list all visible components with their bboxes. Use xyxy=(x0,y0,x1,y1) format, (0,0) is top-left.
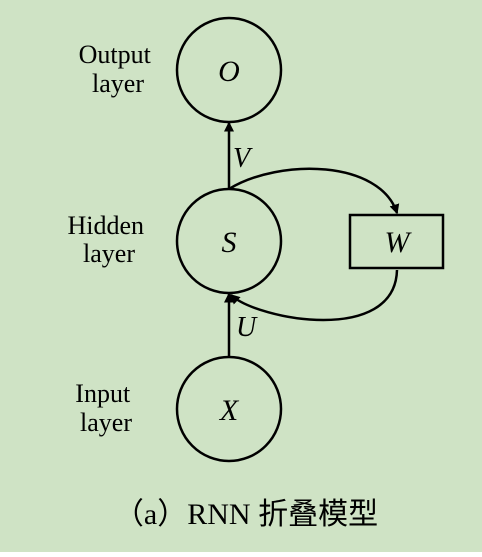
figure-caption: （a）RNN 折叠模型 xyxy=(114,498,378,531)
hidden-layer-label-line2: layer xyxy=(83,239,135,268)
weight-w-box xyxy=(348,213,445,270)
input-node-label: X xyxy=(219,394,240,427)
hidden-layer-label-line1: Hidden xyxy=(67,211,144,240)
arrow-w-to-hidden xyxy=(229,269,399,322)
edge-label-v: V xyxy=(233,143,253,174)
input-layer-label-line2: layer xyxy=(80,408,132,437)
input-layer-label: Input layer xyxy=(75,379,136,437)
output-layer-label: Output layer xyxy=(79,40,158,98)
weight-w-label: W xyxy=(385,226,413,259)
edge-label-u: U xyxy=(236,312,258,343)
hidden-layer-label: Hidden layer xyxy=(67,211,150,268)
arrow-hidden-to-w xyxy=(228,167,400,215)
input-layer-label-line1: Input xyxy=(75,379,131,408)
hidden-node-label: S xyxy=(222,226,237,259)
output-layer-label-line1: Output xyxy=(79,40,152,69)
output-layer-label-line2: layer xyxy=(92,69,144,98)
output-node-label: O xyxy=(218,55,240,88)
